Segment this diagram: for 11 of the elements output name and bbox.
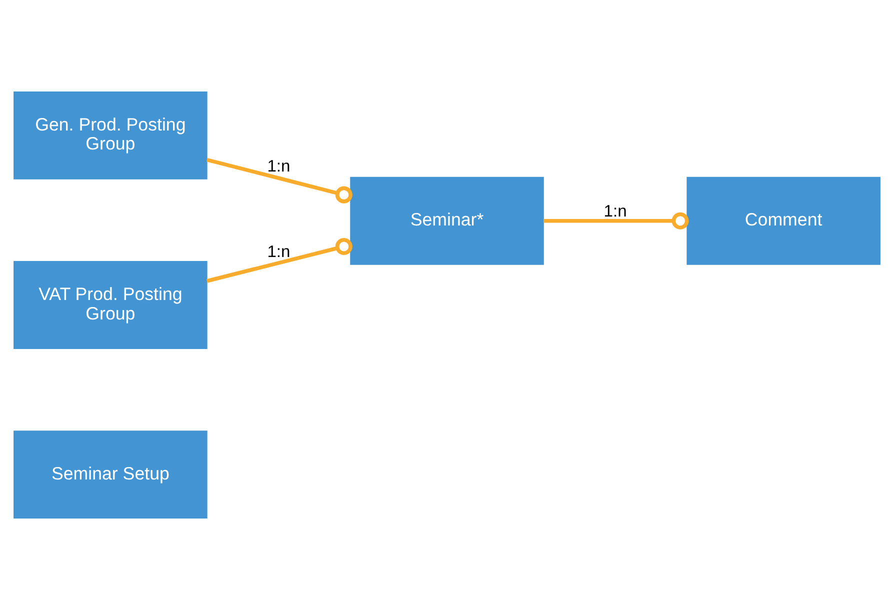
connector [206,158,352,204]
edge-label: 1:n [266,242,290,262]
node-box: Seminar Setup [13,430,207,519]
node-box: Gen. Prod. Posting Group [13,91,207,180]
connector [543,212,688,230]
edge-label: 1:n [603,201,626,220]
node-box: Seminar* [350,176,544,265]
node-box: VAT Prod. Posting Group [13,261,207,349]
node-box: Comment [686,176,880,265]
connector [206,238,352,283]
edge-label: 1:n [266,156,290,176]
